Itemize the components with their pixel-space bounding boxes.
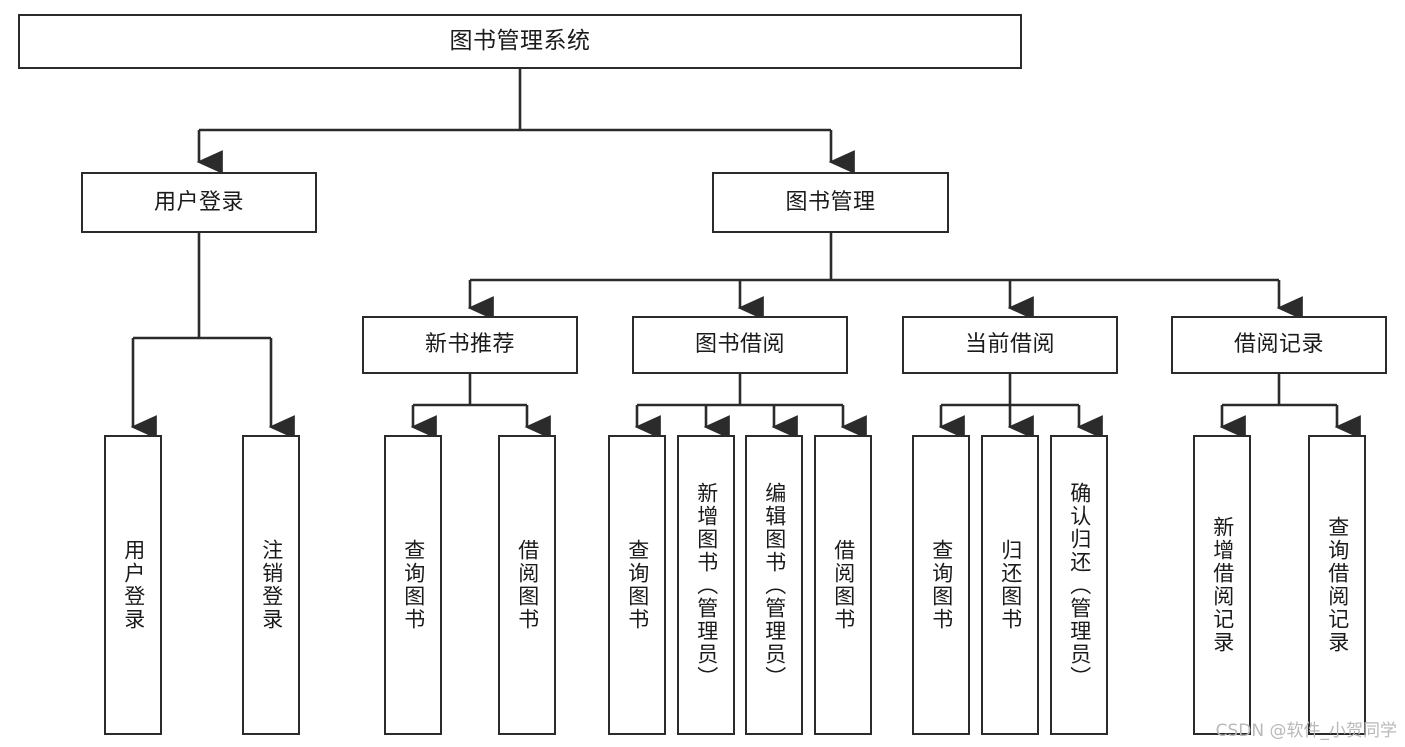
- leaf-borrow-borrow-book[interactable]: 借阅图书: [814, 435, 872, 735]
- node-label: 图书管理系统: [449, 27, 591, 54]
- node-label: 用户登录: [121, 539, 146, 631]
- node-label: 当前借阅: [964, 332, 1055, 358]
- leaf-borrow-query-book[interactable]: 查询图书: [608, 435, 666, 735]
- leaf-record-add-record[interactable]: 新增借阅记录: [1193, 435, 1251, 735]
- node-label: 借阅图书: [515, 539, 540, 631]
- node-label: 归还图书: [998, 539, 1023, 631]
- node-label: 图书管理: [785, 189, 876, 215]
- leaf-borrow-edit-book-admin[interactable]: 编辑图书（管理员）: [745, 435, 803, 735]
- node-label: 查询图书: [929, 539, 954, 631]
- leaf-recommend-query-book[interactable]: 查询图书: [384, 435, 442, 735]
- leaf-current-confirm-return-admin[interactable]: 确认归还（管理员）: [1050, 435, 1108, 735]
- leaf-user-login-login[interactable]: 用户登录: [104, 435, 162, 735]
- node-label: 图书借阅: [694, 332, 785, 358]
- node-label: 借阅记录: [1233, 332, 1324, 358]
- node-label: 查询图书: [401, 539, 426, 631]
- node-label: 确认归还（管理员）: [1067, 481, 1092, 689]
- node-label: 新增图书（管理员）: [694, 481, 719, 689]
- node-label: 借阅图书: [831, 539, 856, 631]
- leaf-record-query-record[interactable]: 查询借阅记录: [1308, 435, 1366, 735]
- leaf-current-return-book[interactable]: 归还图书: [981, 435, 1039, 735]
- node-user-login[interactable]: 用户登录: [81, 172, 317, 233]
- node-label: 查询借阅记录: [1325, 516, 1350, 654]
- node-label: 编辑图书（管理员）: [762, 481, 787, 689]
- node-label: 用户登录: [153, 189, 244, 215]
- node-label: 注销登录: [259, 539, 284, 631]
- node-label: 查询图书: [625, 539, 650, 631]
- node-new-book-recommend[interactable]: 新书推荐: [362, 316, 578, 374]
- leaf-recommend-borrow-book[interactable]: 借阅图书: [498, 435, 556, 735]
- watermark-text: CSDN @软件_小贺同学: [1215, 721, 1397, 741]
- node-borrow-record[interactable]: 借阅记录: [1171, 316, 1387, 374]
- node-label: 新增借阅记录: [1210, 516, 1235, 654]
- node-current-borrow[interactable]: 当前借阅: [902, 316, 1118, 374]
- node-label: 新书推荐: [424, 332, 515, 358]
- node-book-borrow[interactable]: 图书借阅: [632, 316, 848, 374]
- node-book-management[interactable]: 图书管理: [712, 172, 949, 233]
- leaf-user-login-logout[interactable]: 注销登录: [242, 435, 300, 735]
- leaf-borrow-add-book-admin[interactable]: 新增图书（管理员）: [677, 435, 735, 735]
- node-root-system[interactable]: 图书管理系统: [18, 14, 1022, 69]
- leaf-current-query-book[interactable]: 查询图书: [912, 435, 970, 735]
